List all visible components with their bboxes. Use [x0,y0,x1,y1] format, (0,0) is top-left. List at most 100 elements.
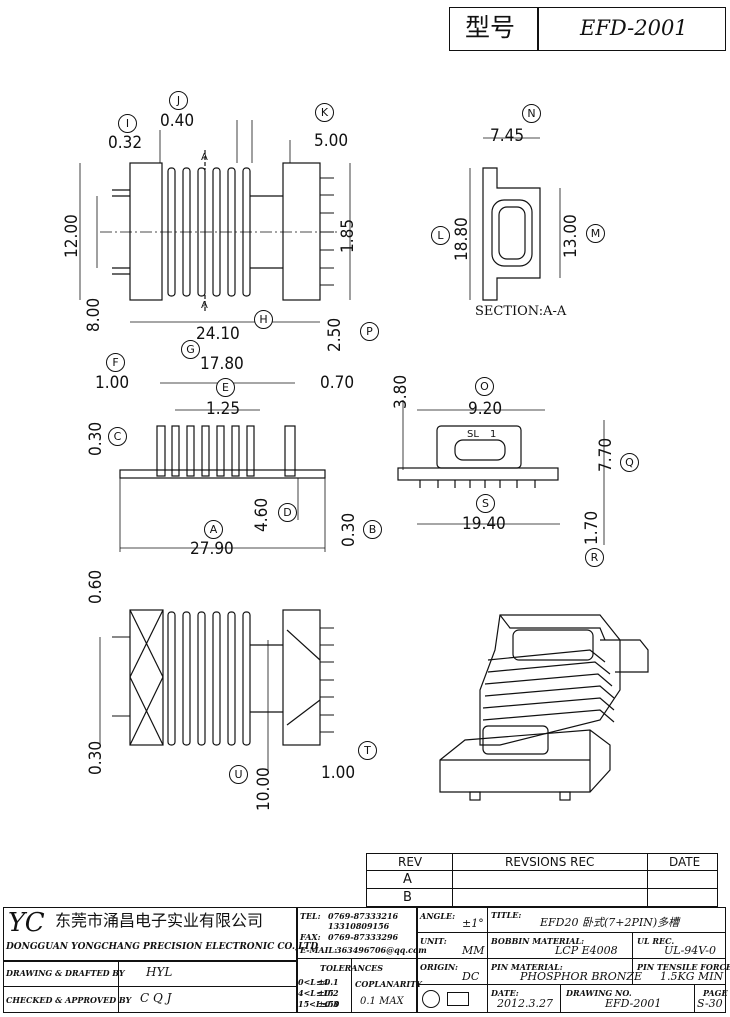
dim-d: 4.60 [252,497,272,532]
tolerances-label: TOLERANCES [320,963,384,973]
callout-m: M [586,224,605,243]
model-label: 型号 [465,13,516,42]
rev-row-b: B [403,890,412,905]
tensile-label: PIN TENSILE FORCE [637,962,730,972]
dim-l: 18.80 [452,217,472,261]
tb-v1 [296,907,298,1013]
callout-d: D [278,503,297,522]
top-view [79,120,351,323]
company-name-cn: 东莞市涌昌电子实业有限公司 [55,911,264,930]
pin-value: PHOSPHOR BRONZE [520,970,643,983]
tb-h6 [416,984,726,985]
rev-row-a: A [403,872,412,887]
dim-g: 17.80 [200,354,244,374]
section-mark-top: A [201,152,208,163]
revision-table [366,853,718,907]
page-label: PAGE [703,988,728,998]
dim-b: 0.30 [339,512,359,547]
tol-value-3: ±0.3 [318,999,339,1009]
tb-v5 [560,984,561,1013]
pin-label: PIN MATERIAL: [491,962,563,972]
tol-value-2: ±0.2 [318,988,339,998]
callout-o: O [475,377,494,396]
fax-value: 0769-87333296 [328,932,399,942]
side-view [397,400,605,545]
dim-r: 1.70 [582,510,602,545]
tensile-value: 1.5KG MIN [660,970,724,983]
rev-header: REV [398,855,423,869]
callout-c: C [108,427,127,446]
drawno-label: DRAWING NO. [566,988,632,998]
tb-h3 [296,958,416,959]
dim-s: 19.40 [462,514,506,534]
dim-j: 0.40 [160,111,195,131]
projection-symbol [422,990,440,1008]
rev-hline-1 [366,870,718,871]
dim-u: 10.00 [254,767,274,811]
origin-value: DC [462,970,480,983]
dim-p: 2.50 [325,317,345,352]
drawing-value: HYL [146,965,173,979]
dim-h: 24.10 [196,324,240,344]
bobbin-value: LCP E4008 [555,944,618,957]
drawing-label: DRAWING & DRAFTED BY [6,968,125,978]
drawno-value: EFD-2001 [605,997,662,1010]
callout-i: I [118,114,137,133]
callout-b: B [363,520,382,539]
dim-8: 8.00 [84,297,104,332]
rev-hline-2 [366,888,718,889]
rev-vline-1 [452,853,453,907]
section-view [469,137,561,301]
dim-i: 0.32 [108,133,143,153]
coplanarity-label: COPLANARITY [355,979,422,989]
unit-label: UNIT: [420,936,447,946]
model-box [449,7,726,51]
tb-v2 [416,907,418,1013]
callout-k: K [315,103,334,122]
callout-j: J [169,91,188,110]
sl-num: 1 [490,429,497,440]
dim-060: 0.60 [86,569,106,604]
tb-v7 [118,960,119,1013]
tb-v3 [487,907,488,1013]
date-header: DATE [669,855,701,869]
callout-n: N [522,104,541,123]
unit-value: MM [462,944,485,957]
tol-range-3: 15<L≤50 [298,999,340,1009]
tol-range-2: 4<L≤15 [298,988,334,998]
dim-e: 1.25 [206,399,241,419]
model-divider [537,7,539,51]
callout-p: P [360,322,379,341]
callout-t: T [358,741,377,760]
callout-g: G [181,340,200,359]
dim-c: 0.30 [86,421,106,456]
company-name-en: DONGGUAN YONGCHANG PRECISION ELECTRONIC … [6,942,319,952]
model-value: EFD-2001 [580,16,688,40]
angle-value: ±1° [462,917,484,930]
isometric-view [439,614,649,801]
sl-label: SL [467,429,479,440]
tb-h1 [3,960,296,962]
email-label: E-MAIL: [300,945,337,955]
checked-value: C Q J [140,991,172,1005]
page-value: S-30 [697,997,723,1010]
dim-a: 27.90 [190,539,234,559]
callout-a: A [204,520,223,539]
section-label: SECTION:A-A [475,304,567,319]
ulrec-value: UL-94V-0 [664,944,716,957]
projection-trapezoid [447,992,469,1006]
ulrec-label: UL REC. [637,936,675,946]
dim-n: 7.45 [490,126,525,146]
dim-12: 12.00 [62,214,82,258]
date-label: DATE: [491,988,519,998]
checked-label: CHECKED & APPROVED BY [6,995,132,1005]
section-mark-bottom: A [201,300,208,311]
tb-h4 [416,932,726,933]
recs-header: REVSIONS REC [505,855,595,869]
angle-label: ANGLE: [420,911,456,921]
dim-k: 5.00 [314,131,349,151]
coplanarity-value: 0.1 MAX [360,996,404,1007]
tol-range-1: 0<L≤4 [298,977,329,987]
email-value: 363496706@qq.com [336,945,427,955]
